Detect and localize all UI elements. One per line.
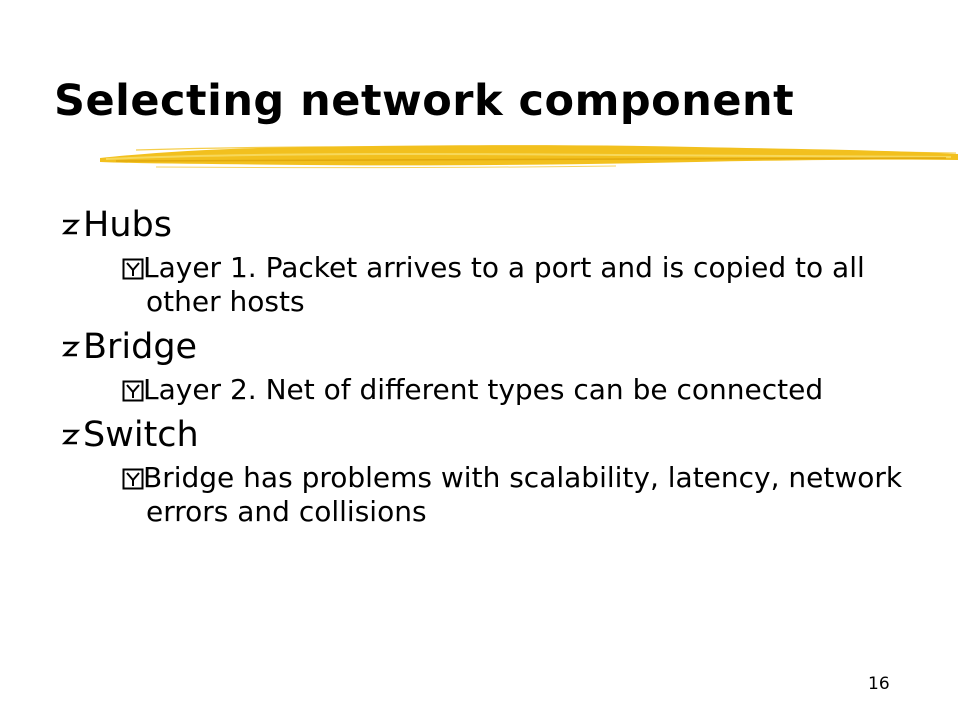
checkbox-bullet-icon [122,468,144,490]
sub-bullet-text: Layer 1. Packet arrives to a port and is… [143,251,865,318]
slide-title: Selecting network component [54,76,795,126]
z-bullet-icon [61,341,80,357]
bullet-heading: Bridge [83,327,198,367]
z-bullet-icon [61,219,80,235]
sub-bullet-item: Layer 1. Packet arrives to a port and is… [122,251,936,319]
bullet-item-hubs: Hubs [60,203,920,247]
bullet-heading: Hubs [83,205,172,245]
page-number: 16 [868,674,890,694]
bullet-heading: Switch [83,415,199,455]
bullet-item-bridge: Bridge [60,325,920,369]
bullet-list: Hubs Layer 1. Packet arrives to a port a… [60,203,920,535]
bullet-item-switch: Switch [60,413,920,457]
sub-bullet-item: Bridge has problems with scalability, la… [122,461,936,529]
title-brush-underline [100,145,958,169]
sub-bullet-text: Layer 2. Net of different types can be c… [143,373,824,406]
checkbox-bullet-icon [122,258,144,280]
z-bullet-icon [61,429,80,445]
checkbox-bullet-icon [122,380,144,402]
sub-bullet-text: Bridge has problems with scalability, la… [143,461,903,528]
sub-bullet-item: Layer 2. Net of different types can be c… [122,373,936,407]
